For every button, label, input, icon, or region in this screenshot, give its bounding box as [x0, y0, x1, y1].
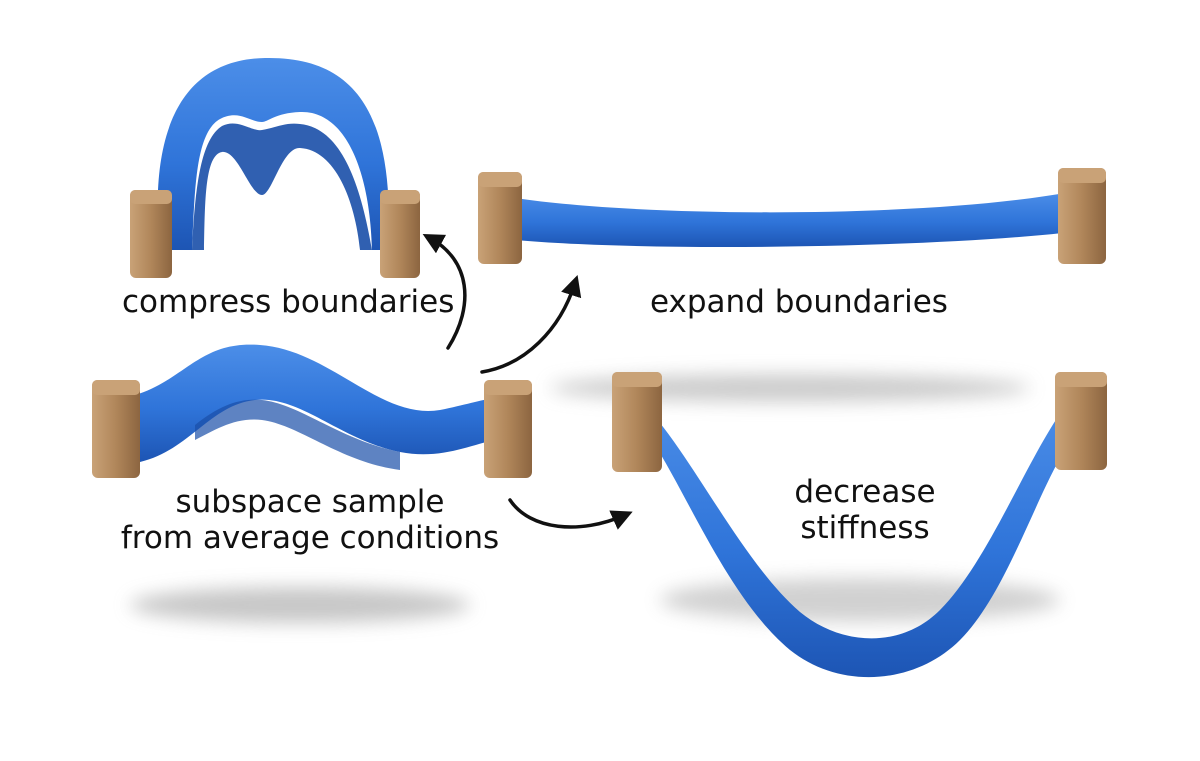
cork-block-icon: [484, 380, 532, 478]
label-decrease-stiffness-line1: decrease: [794, 474, 936, 510]
cork-block-icon: [380, 190, 420, 278]
label-decrease-stiffness: decrease stiffness: [790, 474, 940, 546]
curved-arrow-icon: [508, 498, 633, 530]
label-expand-boundaries: expand boundaries: [650, 284, 948, 320]
label-decrease-stiffness-line2: stiffness: [800, 510, 930, 546]
label-compress-boundaries: compress boundaries: [122, 284, 455, 320]
cork-block-icon: [130, 190, 172, 278]
label-subspace-sample-line2: from average conditions: [120, 520, 500, 556]
curved-arrow-icon: [422, 233, 467, 350]
cork-block-icon: [612, 372, 662, 472]
arrows: [422, 233, 633, 530]
elastic-band-sagging-icon: [612, 372, 1107, 678]
label-subspace-sample-line1: subspace sample: [175, 484, 445, 520]
elastic-band-compressed-icon: [130, 57, 420, 278]
curved-arrow-icon: [480, 274, 582, 374]
label-subspace-sample: subspace sample from average conditions: [120, 484, 500, 556]
shadow-expand: [550, 374, 1030, 402]
shadow-stiffness: [660, 578, 1060, 622]
cork-block-icon: [1055, 372, 1107, 470]
cork-block-icon: [92, 380, 140, 478]
elastic-band-sample-icon: [92, 344, 532, 478]
elastic-band-stretched-icon: [478, 168, 1106, 264]
cork-block-icon: [478, 172, 522, 264]
shadow-sample: [130, 587, 470, 623]
cork-block-icon: [1058, 168, 1106, 264]
